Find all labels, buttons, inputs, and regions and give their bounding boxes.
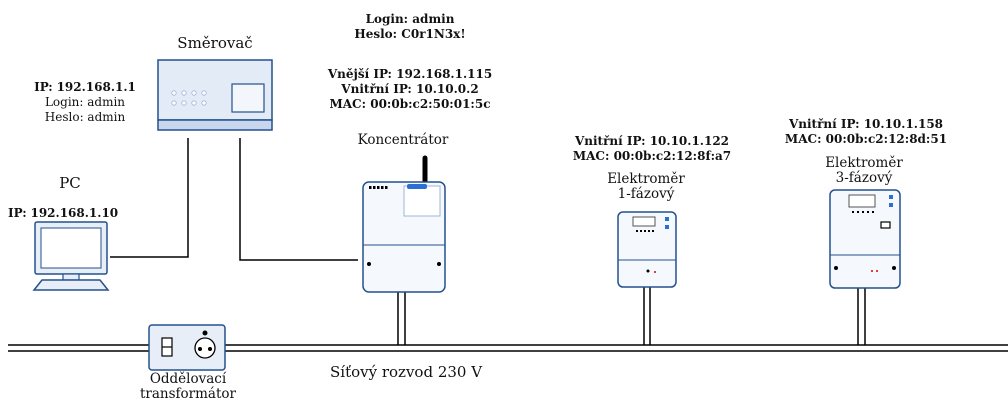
pc-icon [32,221,110,291]
concentrator-login: Login: admin [365,12,455,26]
pc-ip-label: IP: [8,206,27,220]
meter-3-internal-ip: Vnitřní IP: 10.10.1.158 [788,117,944,131]
transformer-label-line1: Oddělovací [149,371,227,387]
meter-3-title-line2: 3-fázový [835,170,893,186]
router-login: Login: admin [44,95,126,109]
concentrator-mac: MAC: 00:0b:c2:50:01:5c [329,97,491,111]
meter-3-title: Elektroměr 3-fázový [825,156,903,186]
concentrator-password: Heslo: C0r1N3x! [354,27,466,41]
concentrator-network-info: Vnější IP: 192.168.1.115 Vnitřní IP: 10.… [328,67,492,112]
transformer-label: Oddělovací transformátor [140,372,236,402]
router-concentrator-cable [239,138,358,261]
pc-router-cable [110,138,189,258]
router-ip-label: IP: [34,80,53,94]
meter-1-mac: MAC: 00:0b:c2:12:8f:a7 [572,149,732,163]
pc-title: PC [59,174,81,192]
pc-ip: 192.168.1.10 [30,206,119,220]
meter-1-title: Elektroměr 1-fázový [607,172,685,202]
router-ip-line: IP: 192.168.1.1 [34,80,136,95]
isolation-transformer-icon [148,324,226,371]
mains-label: Síťový rozvod 230 V [330,363,483,381]
router-info: IP: 192.168.1.1 Login: admin Heslo: admi… [34,80,136,125]
transformer-label-line2: transformátor [140,386,236,402]
meter-3-mac: MAC: 00:0b:c2:12:8d:51 [784,132,948,146]
concentrator-internal-ip: Vnitřní IP: 10.10.0.2 [341,82,479,96]
router-icon [157,59,273,131]
meter-3-title-line1: Elektroměr [825,155,903,171]
meter-3-network-info: Vnitřní IP: 10.10.1.158 MAC: 00:0b:c2:12… [785,117,947,147]
meter-1-internal-ip: Vnitřní IP: 10.10.1.122 [574,134,730,148]
router-ip: 192.168.1.1 [56,80,136,94]
meter-1-network-info: Vnitřní IP: 10.10.1.122 MAC: 00:0b:c2:12… [573,134,731,164]
power-feeds [397,287,866,345]
pc-ip-line: IP: 192.168.1.10 [8,206,118,221]
concentrator-external-ip: Vnější IP: 192.168.1.115 [327,67,493,81]
concentrator-title: Koncentrátor [357,132,449,148]
router-password: Heslo: admin [44,110,126,124]
concentrator-credentials: Login: admin Heslo: C0r1N3x! [354,12,465,42]
meter-1-title-line1: Elektroměr [607,171,685,187]
meter-1-phase-icon [617,211,677,288]
meter-3-phase-icon [829,189,901,289]
meter-1-title-line2: 1-fázový [617,186,675,202]
concentrator-icon [362,155,446,293]
router-title: Směrovač [177,34,253,52]
network-cables [110,138,358,261]
